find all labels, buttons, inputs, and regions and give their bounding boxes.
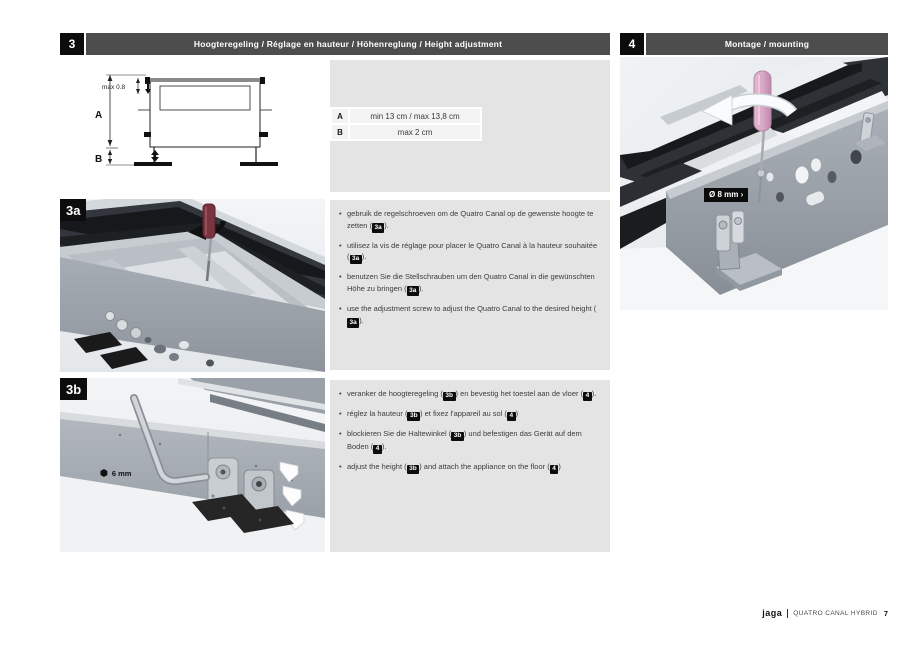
instruction-bullet: benutzen Sie die Stellschrauben um den Q… — [338, 271, 600, 296]
step3a-image: 3a — [60, 199, 325, 372]
page-footer: jaga QUATRO CANAL HYBRID 7 — [762, 608, 888, 618]
allen-key-size: ⬢ 6 mm — [100, 468, 132, 479]
instruction-bullet: veranker de hoogteregeling (3b) en beves… — [338, 388, 600, 401]
table-row-value: min 13 cm / max 13,8 cm — [350, 109, 480, 123]
mounting-image: Ø 8 mm › — [620, 57, 888, 310]
instruction-bullet: utilisez la vis de réglage pour placer l… — [338, 240, 600, 265]
section4-number: 4 — [620, 33, 644, 55]
dimension-a-label: A — [95, 110, 102, 121]
instruction-bullet: blockieren Sie die Haltewinkel (3b) und … — [338, 428, 600, 454]
footer-separator — [787, 608, 789, 618]
footer-page-number: 7 — [883, 608, 888, 618]
step3b-bullet-list: veranker de hoogteregeling (3b) en beves… — [330, 380, 610, 474]
step3b-label: 3b — [60, 378, 88, 400]
cross-section-drawing: A B max 0.8 — [95, 74, 278, 166]
step-ref-badge: 4 — [506, 411, 516, 421]
step-ref-badge: 3b — [442, 391, 456, 401]
step-ref-badge: 3b — [407, 411, 421, 421]
step-ref-badge: 4 — [583, 391, 592, 401]
step-ref-badge: 3a — [349, 254, 362, 265]
step-ref-badge: 3a — [406, 286, 419, 296]
table-row-label: A — [332, 109, 348, 123]
canal-render-3b — [60, 378, 325, 552]
step-ref-badge: 3a — [347, 318, 360, 328]
step-ref-badge: 4 — [549, 464, 559, 474]
footer-doc-title: QUATRO CANAL HYBRID — [793, 609, 878, 617]
section3-title: Hoogteregeling / Réglage en hauteur / Hö… — [86, 33, 610, 55]
step3b-instructions: veranker de hoogteregeling (3b) en beves… — [330, 380, 610, 552]
section3-number: 3 — [60, 33, 84, 55]
height-adjustment-diagram: A B max 0.8 — [60, 58, 325, 196]
step-ref-badge: 3b — [451, 431, 464, 441]
canal-render-3a — [60, 199, 325, 372]
table-row-value: max 2 cm — [350, 125, 480, 139]
table-row-label: B — [332, 125, 348, 139]
section4-header: 4 Montage / mounting — [620, 33, 888, 55]
dimension-b-label: B — [95, 154, 102, 165]
canal-render-mounting — [620, 57, 888, 310]
allen-key-size-label: 6 mm — [111, 469, 132, 478]
step3b-image: 3b ⬢ 6 mm — [60, 378, 325, 552]
instruction-bullet: gebruik de regelschroeven om de Quatro C… — [338, 208, 600, 233]
hex-socket-icon: ⬢ — [100, 468, 108, 478]
step3a-instructions: gebruik de regelschroeven om de Quatro C… — [330, 200, 610, 370]
instruction-bullet: réglez la hauteur (3b) et fixez l'appare… — [338, 408, 600, 421]
step-ref-badge: 4 — [373, 444, 382, 454]
section4-title: Montage / mounting — [646, 33, 888, 55]
instruction-bullet: use the adjustment screw to adjust the Q… — [338, 303, 600, 328]
max-gap-label: max 0.8 — [102, 84, 126, 91]
drill-diameter-badge: Ø 8 mm › — [704, 188, 749, 202]
section3-header: 3 Hoogteregeling / Réglage en hauteur / … — [60, 33, 610, 55]
step3a-label: 3a — [60, 199, 87, 221]
brand-logo: jaga — [762, 608, 783, 618]
step-ref-badge: 3b — [406, 464, 420, 474]
instruction-bullet: adjust the height (3b) and attach the ap… — [338, 461, 600, 474]
step-ref-badge: 3a — [372, 223, 385, 233]
step3a-bullet-list: gebruik de regelschroeven om de Quatro C… — [330, 200, 610, 328]
